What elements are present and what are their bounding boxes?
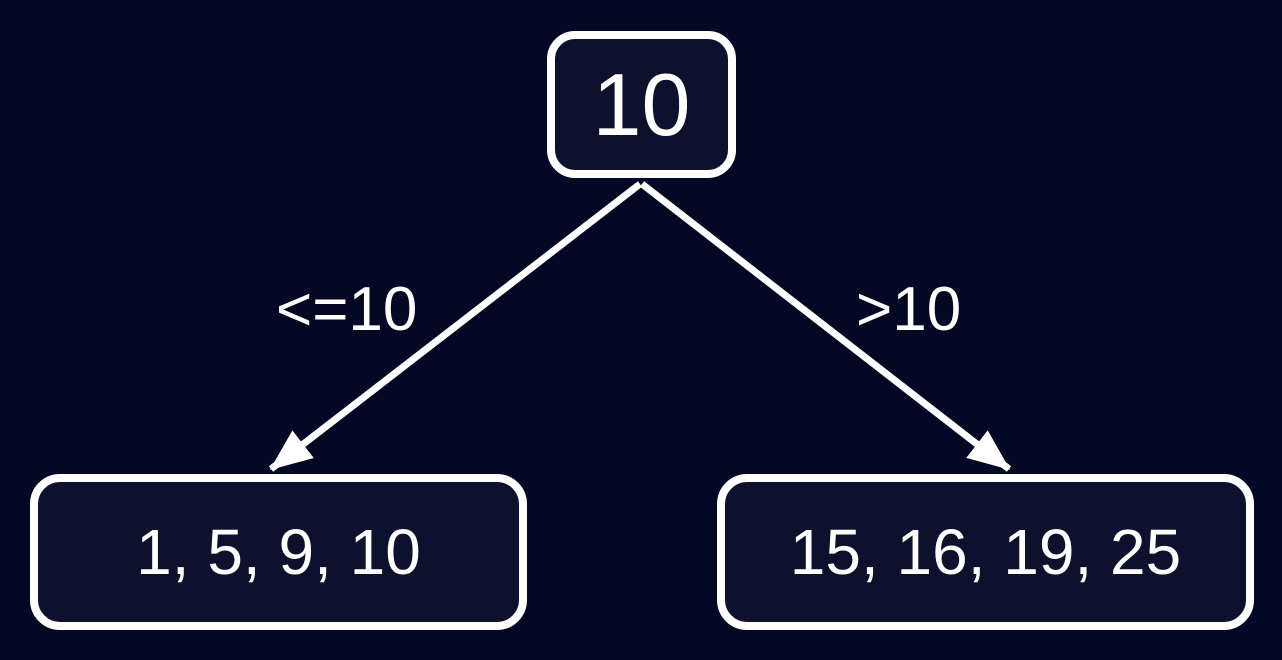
tree-node-root-label: 10	[592, 54, 691, 154]
edge-label-right: >10	[856, 275, 962, 344]
tree-node-leaf-left-label: 1, 5, 9, 10	[136, 516, 421, 588]
tree-node-leaf-right-label: 15, 16, 19, 25	[789, 516, 1182, 588]
tree-node-leaf-left: 1, 5, 9, 10	[30, 474, 527, 630]
tree-node-leaf-right: 15, 16, 19, 25	[717, 474, 1254, 630]
tree-node-root: 10	[547, 31, 736, 178]
edge-label-left: <=10	[276, 275, 418, 344]
